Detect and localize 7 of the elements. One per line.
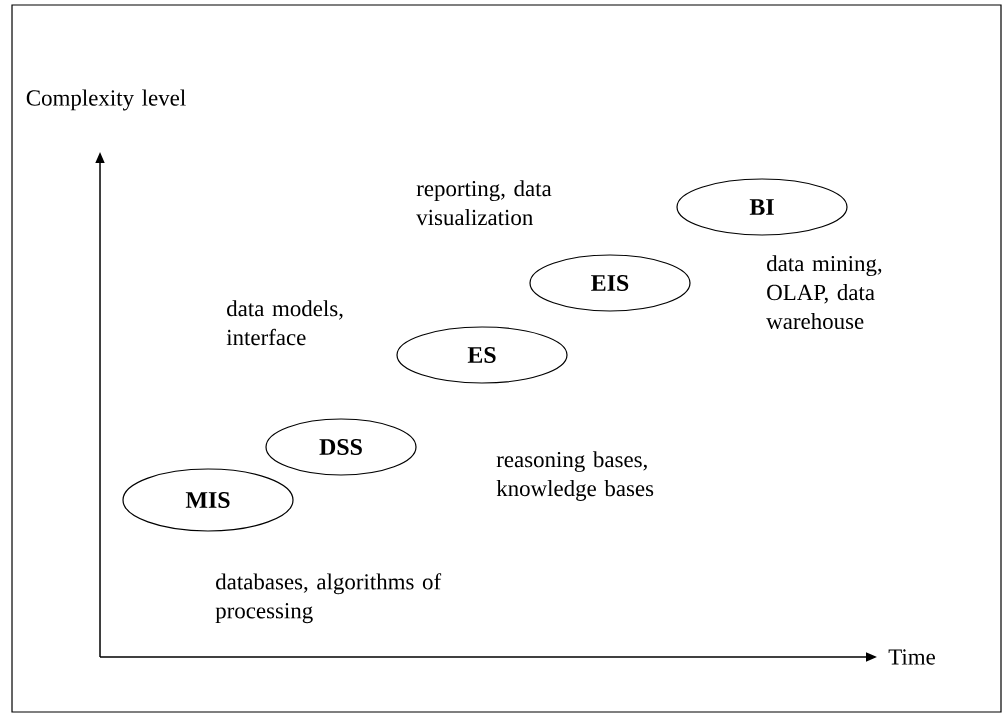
axis-label: Time: [888, 649, 935, 665]
stage-description: databases, algorithms of processing: [215, 573, 442, 624]
stage-description: reporting, data visualization: [416, 180, 552, 226]
axis-label: Complexity level: [26, 89, 186, 111]
stage-description: reasoning bases, knowledge bases: [496, 451, 654, 501]
stage-description: data mining, OLAP, data warehouse: [766, 255, 882, 330]
stage-description: data models, interface: [226, 300, 343, 346]
